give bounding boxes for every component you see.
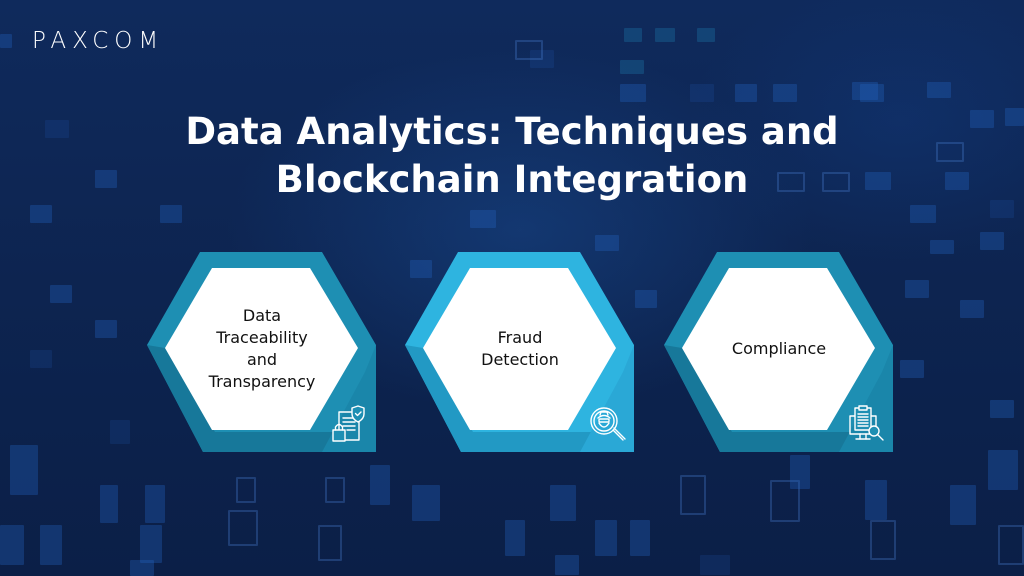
title-line-1: Data Analytics: Techniques and (185, 110, 839, 153)
document-lock-shield-icon (332, 405, 365, 442)
hexagon-frame (664, 252, 893, 452)
hexagon-frame (405, 252, 634, 452)
clipboard-monitor-search-icon (849, 405, 884, 441)
card-compliance: Compliance (664, 252, 894, 452)
page-title: Data Analytics: Techniques and Blockchai… (0, 108, 1024, 204)
paxcom-logo: PAXCOM (32, 28, 165, 54)
card-label: Data Traceability and Transparency (208, 306, 316, 391)
title-line-2: Blockchain Integration (275, 158, 749, 201)
magnifier-spy-icon (590, 407, 626, 441)
card-data-traceability: Data Traceability and Transparency (147, 252, 377, 452)
hexagon-frame (147, 252, 376, 452)
card-label: Fraud Detection (481, 328, 559, 369)
card-fraud-detection: Fraud Detection (405, 252, 635, 452)
card-label: Compliance (731, 339, 827, 358)
